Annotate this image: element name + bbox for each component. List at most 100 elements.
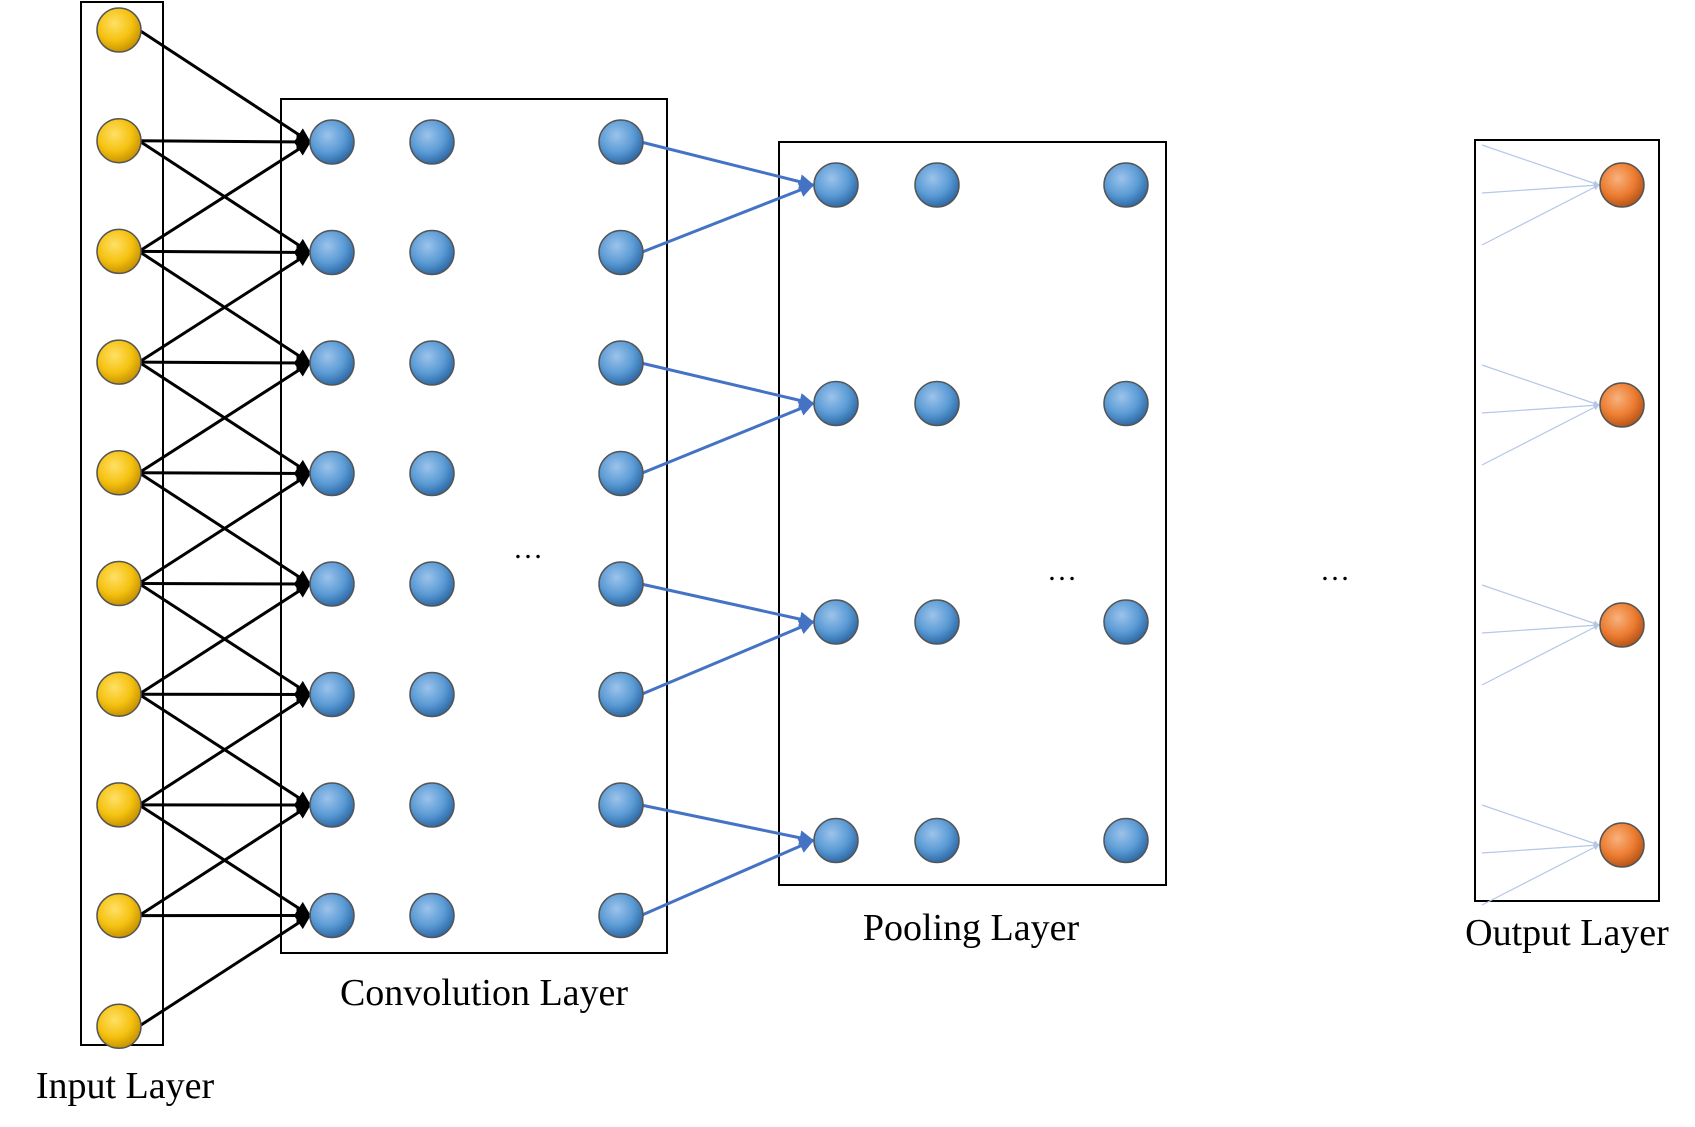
pooling-node [1103,817,1149,864]
pooling-ellipsis: … [1047,554,1077,587]
input-node [96,339,142,385]
output-layer-label: Output Layer [1465,912,1669,954]
output-incoming-arrow [1481,804,1600,847]
convolution-node [409,119,455,165]
input-conv-arrow [138,244,312,260]
input-layer-label: Input Layer [36,1065,215,1107]
convolution-node [598,119,644,165]
input-node [96,450,142,496]
convolution-node [598,450,644,497]
input-layer-nodes [96,7,142,1050]
output-incoming-arrow [1481,364,1600,407]
convolution-node [309,119,355,165]
convolution-node [409,561,455,607]
output-layer-box [1474,139,1660,902]
conv-pool-arrow [640,620,815,696]
input-to-convolution-connections [138,28,312,1028]
convolution-node [309,892,355,939]
convolution-node [598,892,644,939]
convolution-ellipsis: … [513,532,543,565]
pooling-layer-nodes [813,162,1149,864]
output-incoming-arrow [1481,624,1600,686]
convolution-node [409,340,455,386]
convolution-node [409,892,455,939]
convolution-node [409,229,455,276]
input-node [96,560,142,607]
incoming-output-connections [1481,144,1600,906]
convolution-layer-label: Convolution Layer [340,972,628,1014]
input-node [96,892,142,939]
convolution-node [598,229,644,276]
output-incoming-arrow [1481,842,1600,854]
conv-pool-arrow [640,401,815,475]
convolution-node [309,229,355,276]
input-node [96,1003,142,1050]
output-incoming-arrow [1481,182,1600,194]
input-node [96,117,142,164]
input-conv-arrow [138,360,312,475]
convolution-node [409,782,455,828]
output-incoming-arrow [1481,622,1600,634]
convolution-node [309,782,355,828]
convolution-layer-box [280,98,668,954]
input-conv-arrow [138,465,312,481]
input-conv-arrow [138,803,312,917]
input-conv-arrow [138,914,312,1028]
convolution-node [598,782,644,828]
output-incoming-arrow [1481,404,1600,466]
input-conv-arrow [138,28,312,144]
output-incoming-arrow [1481,844,1600,906]
input-conv-arrow [138,139,312,254]
pooling-node [1103,380,1149,427]
conv-pool-arrow [640,839,815,917]
convolution-node [598,561,644,607]
conv-pool-arrow [640,582,815,627]
input-conv-arrow [138,582,312,696]
input-conv-arrow [138,471,312,586]
input-conv-arrow [138,134,312,150]
convolution-node [598,340,644,386]
output-incoming-arrow [1481,584,1600,627]
convolution-node [309,450,355,497]
convolution-layer-nodes [309,119,644,939]
output-incoming-arrow [1481,402,1600,414]
conv-pool-arrow [640,140,815,190]
pooling-node [813,162,859,208]
output-node [1599,602,1645,648]
conv-pool-arrow [640,182,815,254]
convolution-to-pooling-connections [640,140,815,917]
input-conv-arrow [138,355,312,371]
convolution-node [409,671,455,718]
convolution-node [309,671,355,718]
pooling-node [813,380,859,427]
input-conv-arrow [138,576,312,592]
pooling-layer-label: Pooling Layer [863,907,1080,949]
input-node [96,228,142,275]
output-incoming-arrow [1481,144,1600,187]
input-conv-arrow [138,250,312,365]
input-conv-arrow [138,692,312,807]
output-node [1599,822,1645,868]
pooling-node [914,817,960,864]
pooling-layer-box [778,141,1167,886]
convolution-node [409,450,455,497]
pooling-node [1103,162,1149,208]
conv-pool-arrow [640,803,815,846]
pooling-node [914,162,960,208]
output-incoming-arrow [1481,184,1600,246]
between-layers-ellipsis: … [1320,554,1350,587]
convolution-node [309,561,355,607]
pooling-node [813,599,859,645]
input-node [96,782,142,828]
output-layer-nodes [1599,162,1645,868]
conv-pool-arrow [640,361,815,408]
output-node [1599,162,1645,208]
pooling-node [914,380,960,427]
pooling-node [1103,599,1149,645]
input-node [96,671,142,717]
input-node [96,7,142,53]
pooling-node [813,817,859,864]
convolution-node [598,671,644,718]
convolution-node [309,340,355,386]
